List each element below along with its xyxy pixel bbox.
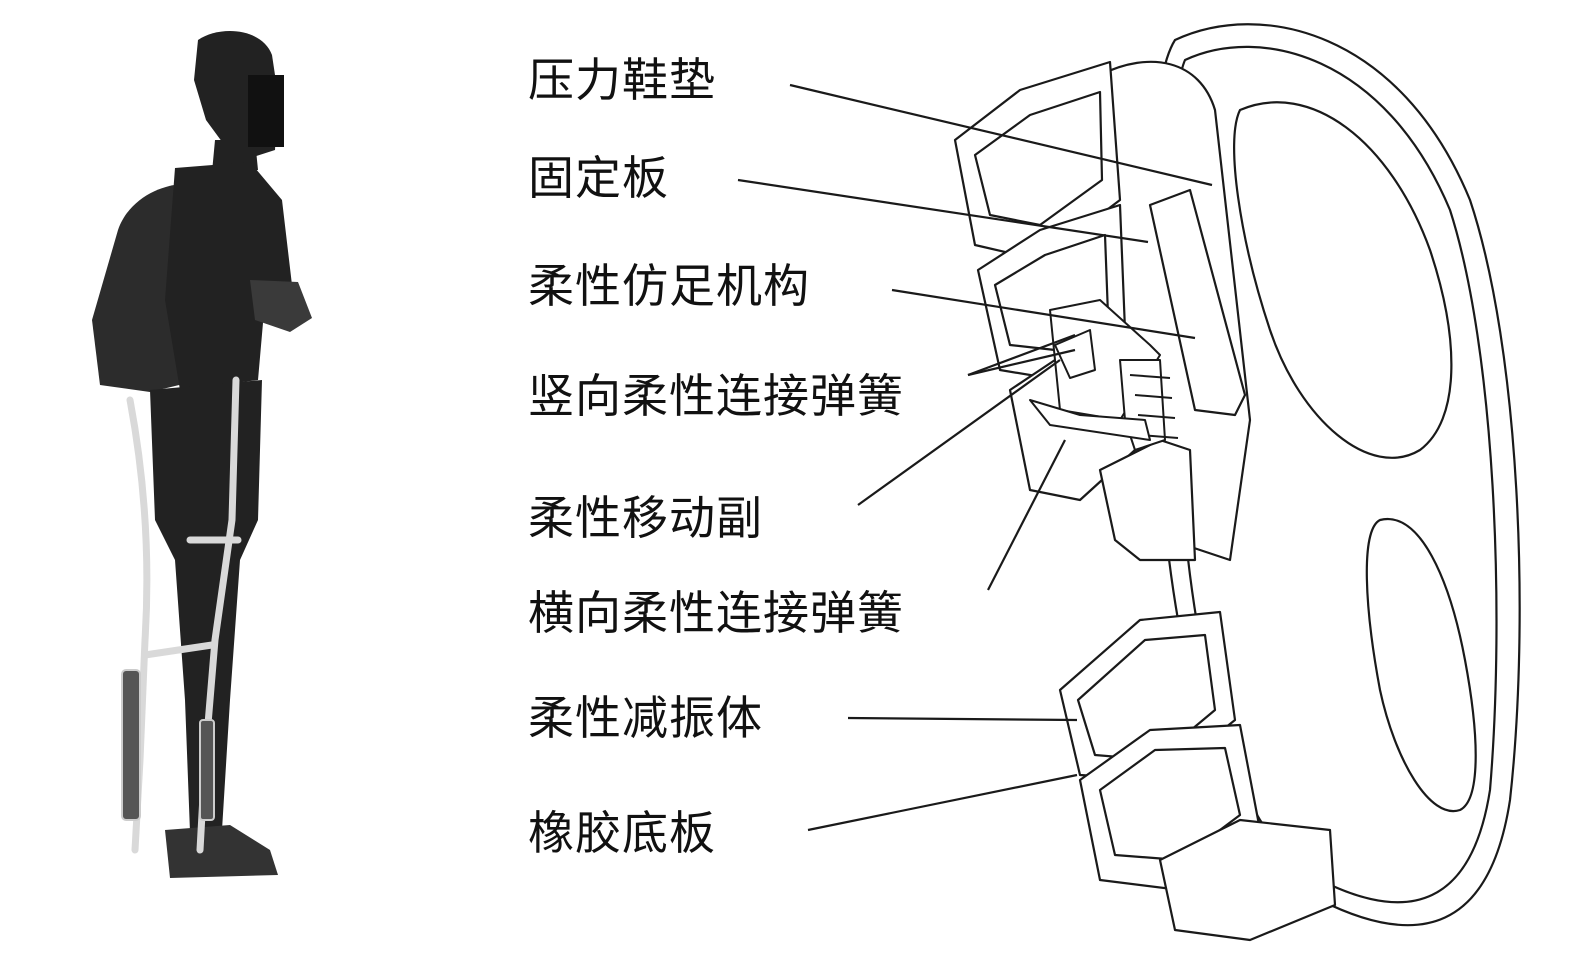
face-mask: [248, 75, 284, 147]
label-vertical-spring: 竖向柔性连接弹簧: [528, 369, 904, 423]
lower-dampers: [1058, 610, 1337, 942]
label-flexible-prismatic-pair: 柔性移动副: [528, 491, 763, 545]
label-fixed-plate: 固定板: [528, 151, 669, 205]
label-pressure-insole: 压力鞋垫: [528, 53, 716, 107]
spring-stack: [1029, 299, 1179, 451]
label-rubber-sole: 橡胶底板: [528, 806, 716, 860]
label-flexible-damper: 柔性减振体: [528, 691, 763, 745]
label-horizontal-spring: 横向柔性连接弹簧: [528, 586, 904, 640]
label-flexible-bionic-foot: 柔性仿足机构: [528, 259, 810, 313]
fixed-plate-shape: [1148, 188, 1247, 417]
rubber-sole-disc: [1152, 23, 1521, 927]
exoskeleton-shank: [121, 669, 215, 821]
leader-lines: [737, 83, 1213, 832]
